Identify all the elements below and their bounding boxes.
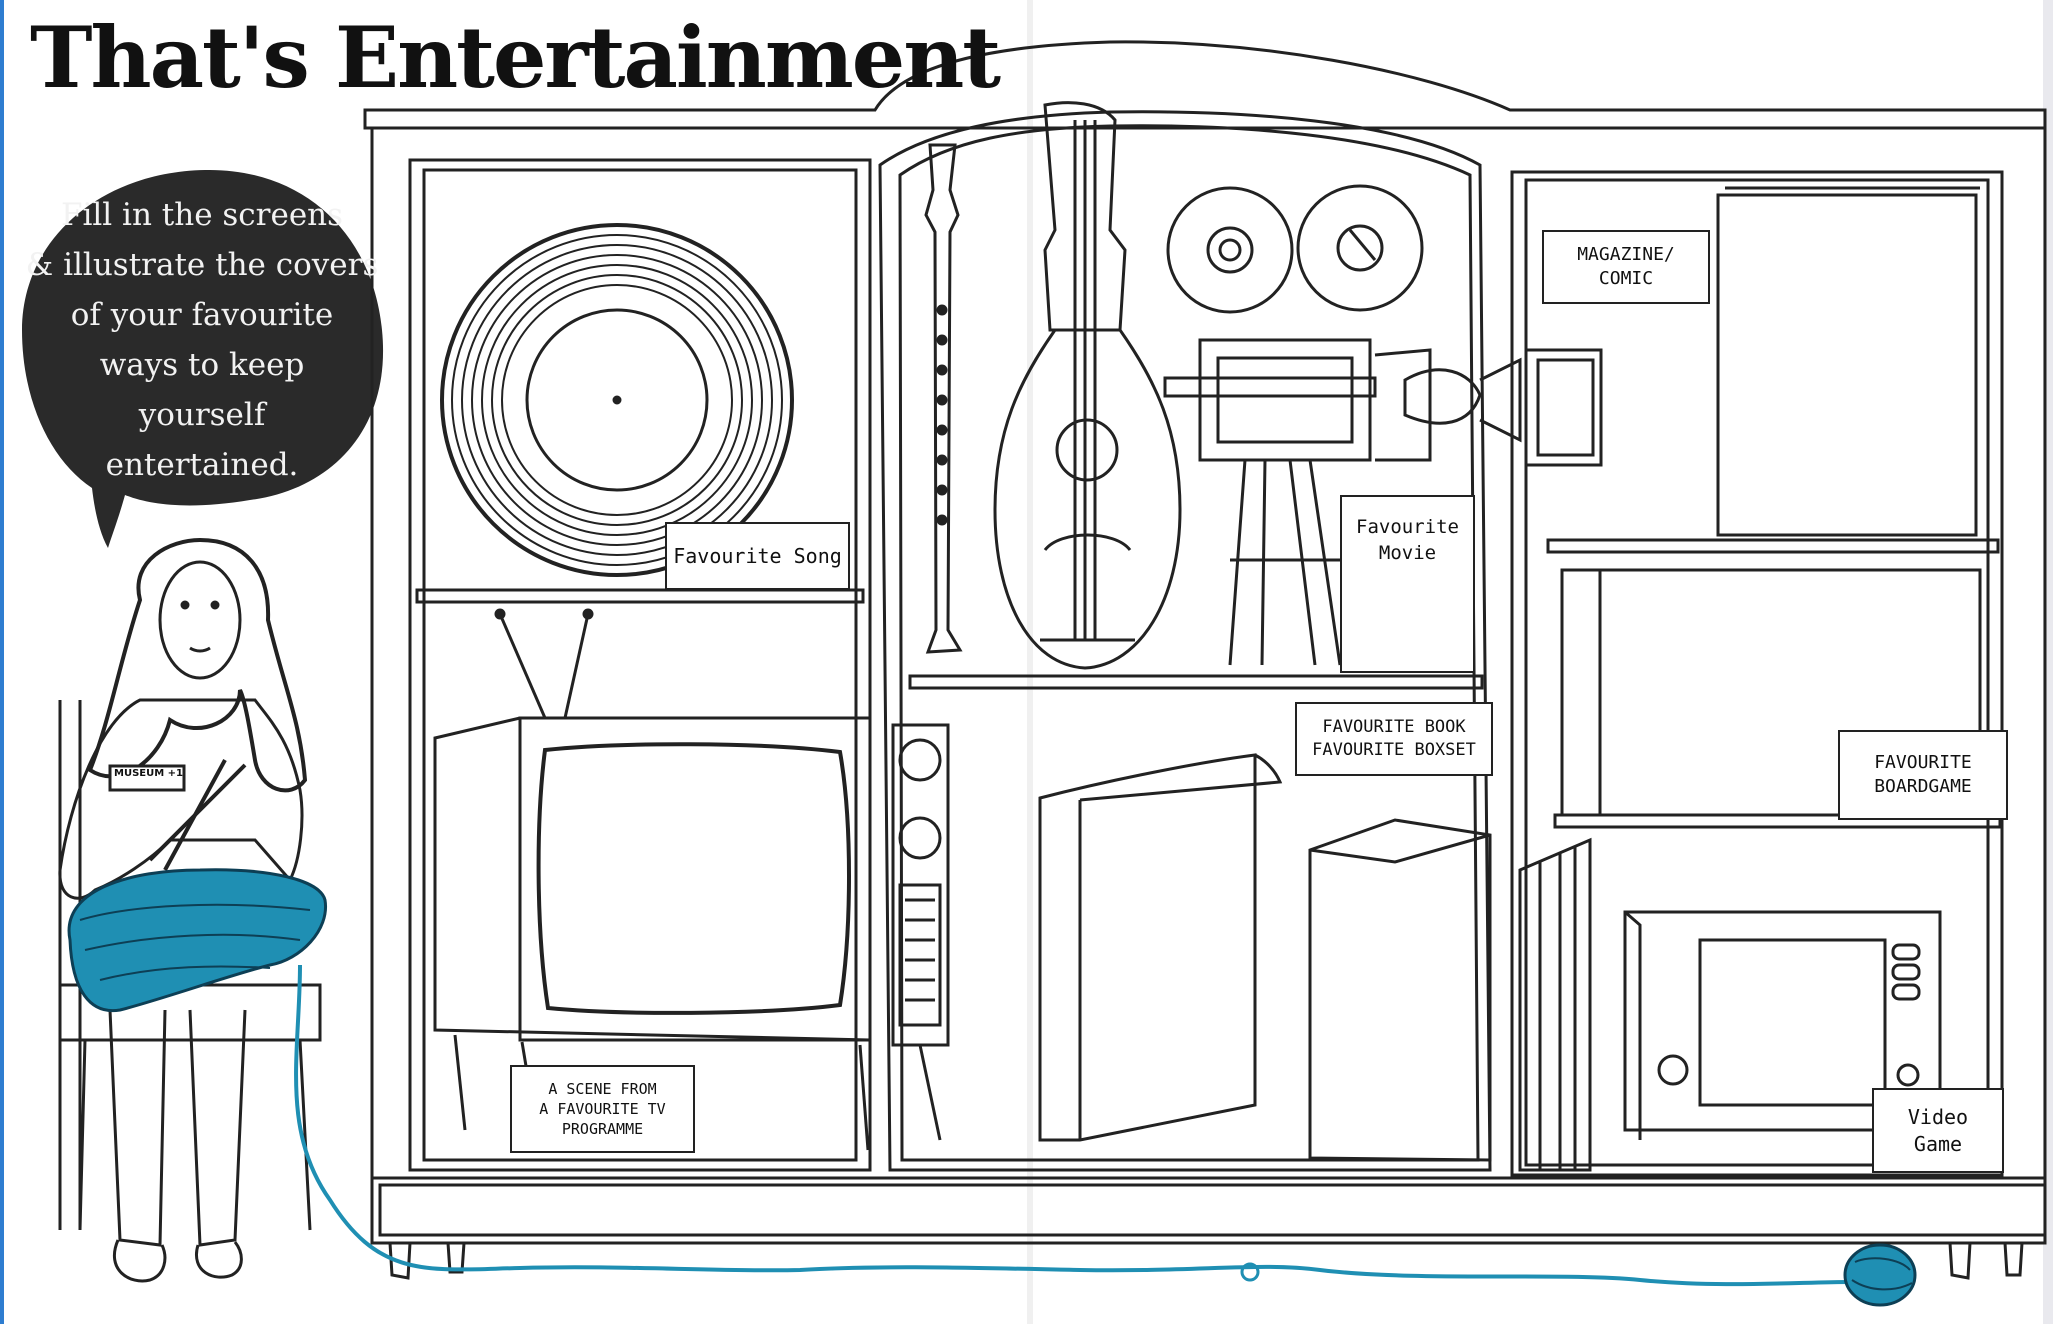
page-edge-left — [0, 0, 4, 1324]
label-line: FAVOURITE — [1874, 751, 1972, 773]
page-edge-right — [2043, 0, 2053, 1324]
label-tv-programme: A SCENE FROM A FAVOURITE TV PROGRAMME — [510, 1065, 695, 1153]
label-line: Video — [1907, 1104, 1969, 1129]
label-line: Favourite — [1356, 516, 1459, 538]
recorder-icon — [924, 143, 963, 654]
bubble-line: Fill in the screens — [60, 197, 344, 233]
label-line: A SCENE FROM — [548, 1079, 657, 1098]
bubble-line: ways to keep — [99, 347, 305, 383]
speech-bubble — [22, 169, 384, 549]
label-video-game: Video Game — [1872, 1088, 2004, 1173]
bubble-line: & illustrate the covers — [25, 247, 379, 283]
book-icon — [1038, 753, 1283, 1142]
film-projector-icon — [1163, 184, 1522, 666]
label-line: Movie — [1378, 541, 1437, 564]
label-favourite-song: Favourite Song — [665, 522, 850, 590]
label-favourite-boardgame: FAVOURITE BOARDGAME — [1838, 730, 2008, 820]
magazine-icon — [1524, 186, 1980, 537]
label-line: A FAVOURITE TV — [539, 1099, 666, 1118]
page-title: That's Entertainment — [30, 8, 1001, 107]
bubble-line: yourself — [138, 397, 266, 433]
boardgame-icon — [1560, 568, 1982, 817]
label-favourite-movie: Favourite Movie — [1340, 495, 1475, 673]
label-magazine-comic: MAGAZINE/ COMIC — [1542, 230, 1710, 304]
label-line: Game — [1913, 1131, 1963, 1156]
label-line: BOARDGAME — [1874, 776, 1972, 797]
television-icon — [433, 608, 872, 1151]
knitting-blanket — [67, 868, 328, 1013]
speech-bubble-text: Fill in the screens & illustrate the cov… — [22, 190, 382, 490]
radio-icon — [891, 723, 950, 1141]
record-icon — [440, 223, 794, 577]
bubble-line: of your favourite — [70, 297, 334, 333]
label-line: MAGAZINE/ — [1577, 243, 1675, 265]
label-line: PROGRAMME — [561, 1120, 644, 1139]
cabinet — [363, 40, 2047, 1280]
label-line: FAVOURITE BOOK — [1322, 717, 1466, 738]
mandolin-icon — [993, 101, 1182, 670]
yarn-ball-icon — [294, 964, 1917, 1307]
label-line: FAVOURITE BOXSET — [1312, 740, 1476, 760]
label-favourite-book-boxset: FAVOURITE BOOK FAVOURITE BOXSET — [1295, 702, 1493, 776]
boxset-icon — [1308, 818, 1592, 1172]
label-line: COMIC — [1598, 268, 1654, 289]
bubble-line: entertained. — [105, 447, 299, 483]
label-line: Favourite Song — [673, 543, 842, 568]
museum-badge: MUSEUM +1 — [114, 768, 183, 779]
